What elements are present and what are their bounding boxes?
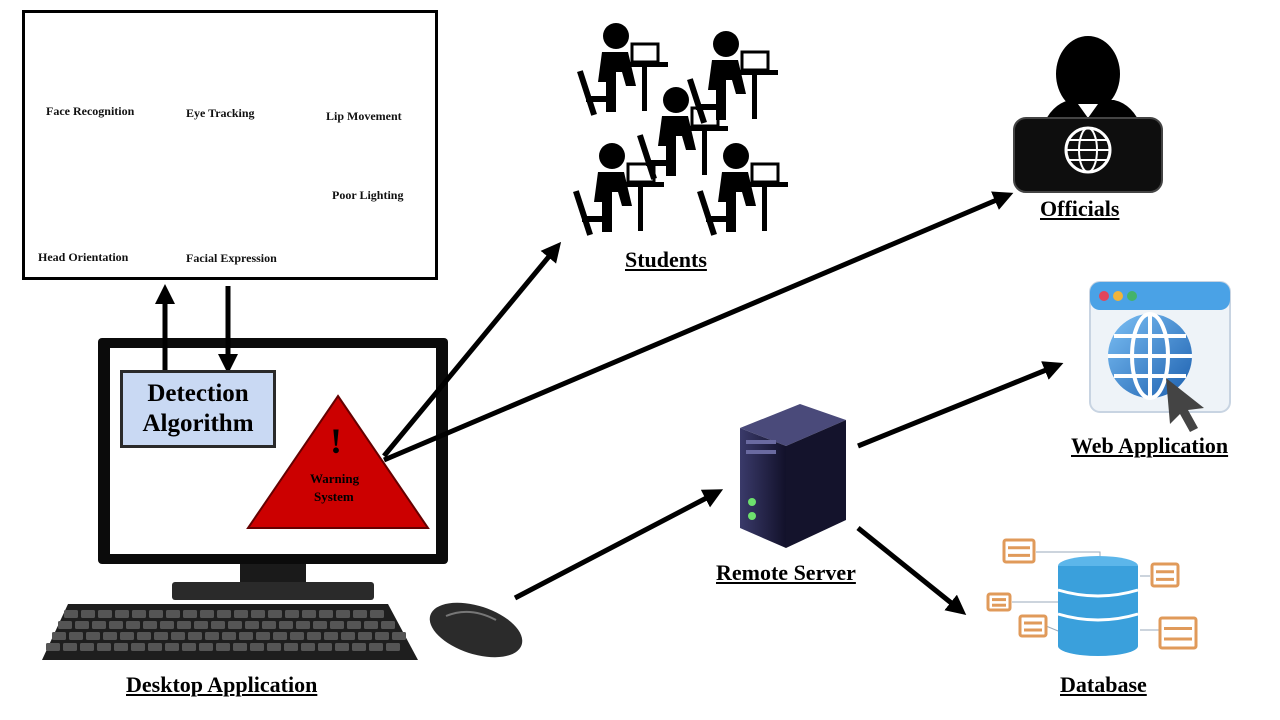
poor-lighting-label: Poor Lighting xyxy=(332,188,404,202)
warning-line2: System xyxy=(314,489,354,504)
keyboard-icon xyxy=(42,604,418,660)
arrows xyxy=(155,191,1064,616)
db-record-icon xyxy=(986,592,1012,612)
arrow-desktop-to-server xyxy=(513,489,724,601)
warning-system xyxy=(246,394,430,529)
warning-line1: Warning xyxy=(310,471,360,486)
mouse-icon xyxy=(429,602,523,658)
db-record-icon xyxy=(1158,616,1198,650)
facial-expression-label: Facial Expression xyxy=(186,251,277,265)
head-orientation-label: Head Orientation xyxy=(38,250,129,264)
official-icon xyxy=(1013,36,1163,193)
students-label: Students xyxy=(625,247,707,272)
student-icon xyxy=(573,143,664,236)
student-icon xyxy=(637,87,728,180)
server-icon xyxy=(740,404,846,548)
arrow-warning-to-officials xyxy=(383,191,1014,463)
detection-line1: Detection xyxy=(147,380,249,407)
face-recognition-label: Face Recognition xyxy=(46,104,135,118)
students-icon-group xyxy=(573,23,788,236)
arrow-warning-to-students xyxy=(382,241,562,458)
db-record-icon xyxy=(1018,614,1048,638)
student-icon xyxy=(687,31,778,124)
db-record-icon xyxy=(1150,562,1180,588)
detection-line2: Algorithm xyxy=(142,410,254,437)
desktop-application-label: Desktop Application xyxy=(126,672,318,697)
remote-server-label: Remote Server xyxy=(716,560,856,585)
database-icon xyxy=(986,538,1198,656)
warning-mark: ! xyxy=(330,421,342,461)
student-icon xyxy=(577,23,668,116)
features-panel xyxy=(22,10,438,280)
globe-window-icon xyxy=(1089,281,1231,432)
web-application-label: Web Application xyxy=(1071,433,1229,458)
student-icon xyxy=(697,143,788,236)
lip-movement-label: Lip Movement xyxy=(326,109,402,123)
officials-label: Officials xyxy=(1040,196,1120,221)
db-record-icon xyxy=(1002,538,1036,564)
eye-tracking-label: Eye Tracking xyxy=(186,106,255,120)
database-label: Database xyxy=(1060,672,1147,697)
arrow-server-to-web xyxy=(857,361,1064,449)
detection-algorithm-box: Detection Algorithm xyxy=(120,370,276,448)
arrow-server-to-database xyxy=(856,526,967,616)
